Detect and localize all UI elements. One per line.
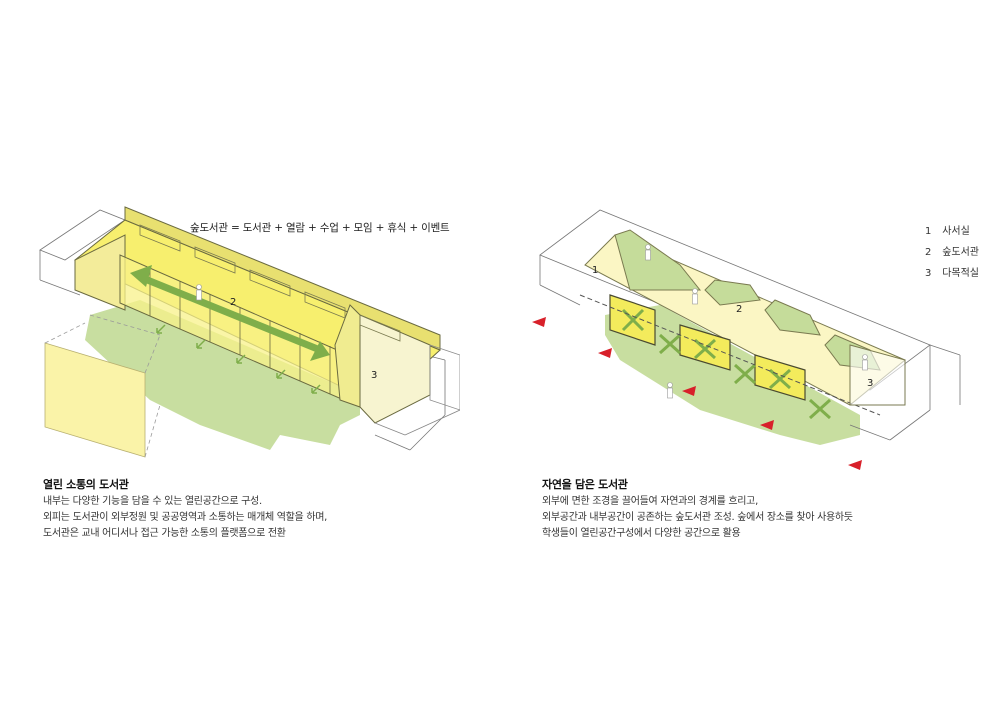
- right-caption-line: 외부에 면한 조경을 끌어들여 자연과의 경계를 흐리고,: [542, 496, 758, 507]
- left-small-arrows: [156, 324, 321, 394]
- left-room-3: [359, 314, 431, 424]
- right-diagram-svg: 1 2 3: [532, 209, 961, 470]
- legend-num: 1: [925, 226, 932, 237]
- right-label-3: 3: [867, 378, 873, 389]
- right-label-2: 2: [736, 304, 742, 315]
- right-caption: 자연을 담은 도서관 외부에 면한 조경을 끌어들여 자연과의 경계를 흐리고,…: [542, 477, 853, 542]
- left-formula-title: 숲도서관 = 도서관 + 열람 + 수업 + 모임 + 휴식 + 이벤트: [190, 222, 450, 234]
- right-caption-title: 자연을 담은 도서관: [542, 478, 628, 491]
- legend-num: 3: [925, 268, 932, 279]
- right-person-icons: [645, 244, 868, 399]
- left-caption-line: 내부는 다양한 기능을 담을 수 있는 열린공간으로 구성.: [43, 496, 262, 507]
- left-divider: [334, 304, 361, 408]
- right-room-3: [849, 344, 906, 406]
- right-ground-green: [605, 305, 860, 445]
- right-legend: 1 사서실 2 숲도서관 3 다목적실: [925, 222, 979, 285]
- left-person-icon: [196, 284, 202, 301]
- left-end-wall: [74, 234, 126, 311]
- legend-item-1: 1 사서실: [925, 222, 979, 243]
- left-label-3: 3: [371, 370, 377, 381]
- right-green-roof-1: [614, 229, 702, 291]
- left-projection-lines: [44, 314, 161, 458]
- left-axonometric-diagram: 2 3: [30, 195, 461, 465]
- right-green-roof-2: [704, 279, 761, 306]
- left-caption-line: 도서관은 교내 어디서나 접근 가능한 소통의 플랫폼으로 전환: [43, 528, 286, 539]
- left-back-wall: [124, 206, 441, 351]
- left-caption-line: 외피는 도서관이 외부정원 및 공공영역과 소통하는 매개체 역할을 하며,: [43, 512, 328, 523]
- right-green-roof-3: [764, 299, 821, 336]
- left-ground-green: [85, 300, 360, 450]
- left-back-windows: [139, 224, 401, 342]
- left-caption: 열린 소통의 도서관 내부는 다양한 기능을 담을 수 있는 열린공간으로 구성…: [43, 477, 327, 542]
- legend-num: 2: [925, 247, 932, 258]
- left-label-2: 2: [230, 297, 236, 308]
- right-caption-line: 외부공간과 내부공간이 공존하는 숲도서관 조성. 숲에서 장소를 찾아 사용하…: [542, 512, 853, 523]
- right-caption-line: 학생들이 열린공간구성에서 다양한 공간으로 활용: [542, 528, 741, 539]
- right-label-1: 1: [592, 265, 598, 276]
- right-dashed-axis: [579, 294, 881, 416]
- legend-text: 사서실: [942, 226, 970, 237]
- right-axonometric-diagram: 1 2 3: [520, 195, 990, 485]
- right-green-marks: [621, 308, 832, 420]
- legend-text: 숲도서관: [942, 247, 979, 258]
- legend-text: 다목적실: [942, 268, 979, 279]
- left-caption-title: 열린 소통의 도서관: [43, 478, 129, 491]
- right-red-markers: [532, 317, 862, 470]
- left-diagram-svg: 2 3: [39, 206, 461, 458]
- legend-item-2: 2 숲도서관: [925, 243, 979, 264]
- legend-item-3: 3 다목적실: [925, 264, 979, 285]
- left-flow-arrow: [130, 265, 330, 361]
